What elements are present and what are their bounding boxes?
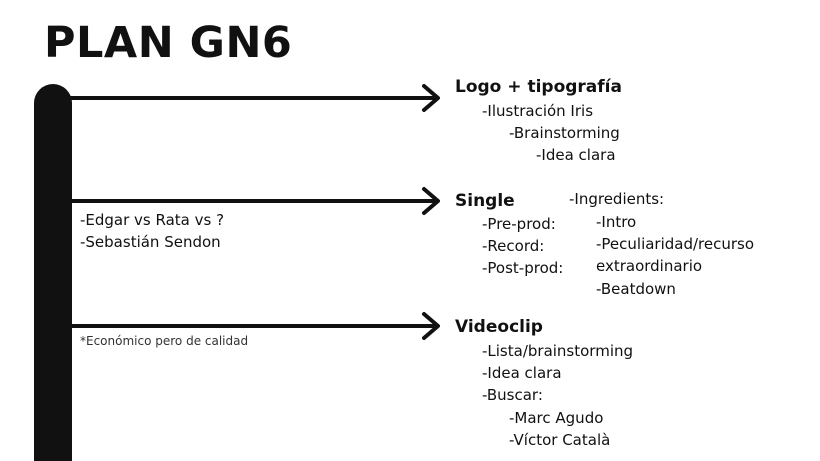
arrow-single xyxy=(68,187,440,215)
list-item: -Lista/brainstorming xyxy=(482,342,634,360)
list-item: -Record: xyxy=(482,237,545,255)
branch-videoclip-heading: Videoclip xyxy=(455,317,543,337)
list-item: -Ilustración Iris xyxy=(482,102,594,120)
branch-logo-heading: Logo + tipografía xyxy=(455,77,622,97)
list-item: -Pre-prod: xyxy=(482,215,556,233)
side-note: -Edgar vs Rata vs ? xyxy=(80,211,225,229)
list-item: -Buscar: xyxy=(482,386,543,404)
list-item: -Beatdown xyxy=(596,280,676,298)
side-note: *Económico pero de calidad xyxy=(80,334,249,348)
list-item: -Intro xyxy=(596,213,637,231)
list-item: extraordinario xyxy=(596,257,703,275)
page-title: PLAN GN6 xyxy=(44,18,293,68)
branch-single-heading: Single xyxy=(455,191,515,211)
arrow-videoclip xyxy=(68,312,440,340)
list-item: -Marc Agudo xyxy=(509,409,604,427)
arrow-logo xyxy=(68,84,440,112)
list-item: -Post-prod: xyxy=(482,259,564,277)
side-note: -Sebastián Sendon xyxy=(80,233,221,251)
ingredients-label: -Ingredients: xyxy=(569,190,665,208)
list-item: -Peculiaridad/recurso xyxy=(596,235,755,253)
list-item: -Brainstorming xyxy=(509,124,620,142)
list-item: -Idea clara xyxy=(482,364,562,382)
list-item: -Víctor Català xyxy=(509,431,611,449)
timeline-trunk xyxy=(34,84,72,461)
list-item: -Idea clara xyxy=(536,146,616,164)
